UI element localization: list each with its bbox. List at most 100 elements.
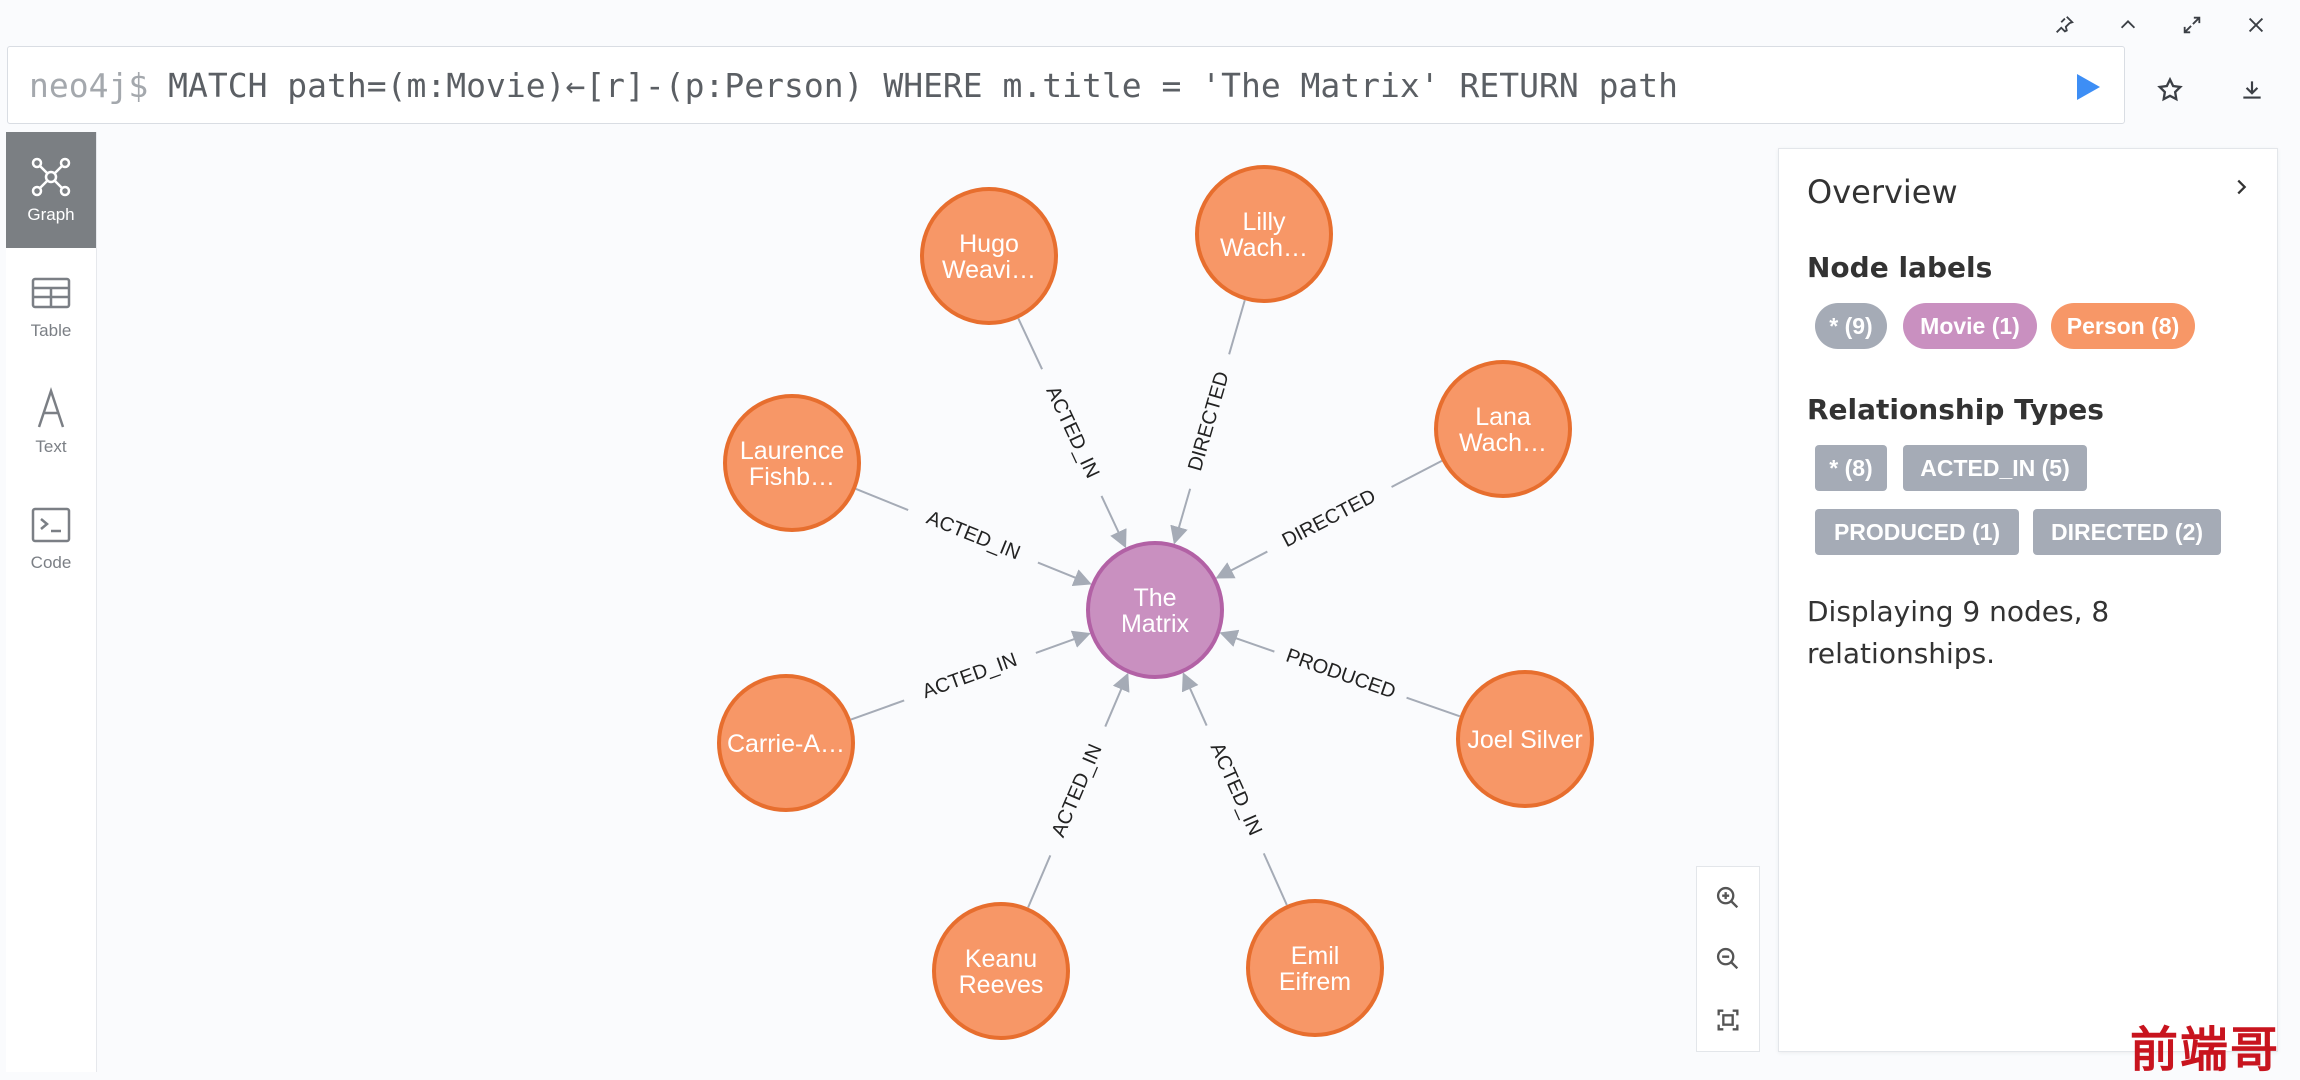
rel-type-all[interactable]: * (8) xyxy=(1815,445,1887,491)
tab-label: Graph xyxy=(27,205,75,224)
tab-graph[interactable]: Graph xyxy=(6,132,96,248)
query-editor[interactable]: neo4j$ MATCH path=(m:Movie)←[r]-(p:Perso… xyxy=(7,46,2125,124)
graph-canvas[interactable]: ACTED_IN DIRECTED DIRECTED PRODUCED ACTED_IN… xyxy=(100,132,1750,1072)
zoom-out-button[interactable] xyxy=(1708,939,1748,979)
relationship-label[interactable]: ACTED_IN xyxy=(1041,383,1103,482)
tab-table[interactable]: Table xyxy=(6,248,96,364)
overview-title: Overview xyxy=(1807,173,1958,211)
query-text[interactable]: neo4j$ MATCH path=(m:Movie)←[r]-(p:Perso… xyxy=(8,66,1678,105)
node-label: Joel Silver xyxy=(1467,726,1582,754)
node-label: Hugo xyxy=(959,230,1019,258)
relationship-label[interactable]: ACTED_IN xyxy=(923,507,1023,565)
node-label: Weavi… xyxy=(942,256,1036,284)
node-label: Eifrem xyxy=(1279,968,1351,996)
collapse-icon[interactable] xyxy=(2096,10,2160,40)
person-node[interactable]: LaurenceFishb… xyxy=(723,394,861,532)
query-input[interactable]: MATCH path=(m:Movie)←[r]-(p:Person) WHER… xyxy=(168,65,1679,105)
node-label: Wach… xyxy=(1220,234,1308,262)
relationship-label[interactable]: DIRECTED xyxy=(1279,485,1380,552)
relationship-arrow[interactable] xyxy=(1037,561,1092,586)
relationship-arrow[interactable] xyxy=(1181,672,1208,726)
tab-code[interactable]: Code xyxy=(6,480,96,596)
node-label: Emil xyxy=(1291,942,1340,970)
node-label: Keanu xyxy=(965,945,1037,973)
fullscreen-icon[interactable] xyxy=(2160,10,2224,40)
node-label: Carrie-A… xyxy=(727,730,845,758)
relationship-label[interactable]: ACTED_IN xyxy=(920,649,1021,703)
relationship-line[interactable] xyxy=(1017,318,1043,370)
watermark: 前端哥 xyxy=(2130,1022,2281,1078)
node-label: Matrix xyxy=(1121,610,1190,638)
relationship-label[interactable]: ACTED_IN xyxy=(1048,741,1107,841)
query-prompt: neo4j$ xyxy=(29,65,149,105)
zoom-out-icon xyxy=(1716,947,1739,970)
node-label: The xyxy=(1133,584,1176,612)
text-icon xyxy=(37,387,65,428)
node-label: Lana xyxy=(1475,403,1531,431)
relationship-arrow[interactable] xyxy=(1219,629,1275,653)
collapse-panel-button[interactable] xyxy=(2223,169,2259,205)
code-icon xyxy=(31,507,71,543)
relationship-label[interactable]: ACTED_IN xyxy=(1206,740,1266,839)
star-icon xyxy=(2157,76,2183,102)
relationship-line[interactable] xyxy=(850,699,905,721)
rel-type-directed[interactable]: DIRECTED (2) xyxy=(2033,509,2221,555)
relationship-types-heading: Relationship Types xyxy=(1807,393,2104,426)
node-labels-heading: Node labels xyxy=(1807,251,1993,284)
relationship-arrow[interactable] xyxy=(1100,495,1127,549)
person-node[interactable]: LanaWach… xyxy=(1434,360,1572,498)
relationship-line[interactable] xyxy=(1228,299,1246,355)
person-node[interactable]: LillyWach… xyxy=(1195,165,1333,303)
relationship-arrow[interactable] xyxy=(1215,550,1268,579)
view-sidebar: Graph Table Text Code xyxy=(6,132,97,1072)
person-node[interactable]: Carrie-A… xyxy=(717,674,855,812)
relationship-arrow[interactable] xyxy=(1170,488,1192,545)
rel-type-produced[interactable]: PRODUCED (1) xyxy=(1815,509,2019,555)
node-label: Laurence xyxy=(740,437,844,465)
node-label: Reeves xyxy=(959,971,1044,999)
node-label-movie[interactable]: Movie (1) xyxy=(1903,303,2037,349)
relationship-arrow[interactable] xyxy=(1035,630,1091,654)
relationship-line[interactable] xyxy=(855,487,909,511)
zoom-controls xyxy=(1696,866,1760,1052)
person-node[interactable]: HugoWeavi… xyxy=(920,187,1058,325)
relationship-line[interactable] xyxy=(1027,854,1052,908)
chevron-right-icon xyxy=(2237,179,2247,195)
play-icon xyxy=(2077,74,2100,100)
relationship-line[interactable] xyxy=(1262,852,1288,906)
tab-text[interactable]: Text xyxy=(6,364,96,480)
tab-label: Table xyxy=(30,321,72,340)
fit-to-screen-button[interactable] xyxy=(1708,1000,1748,1040)
relationship-label[interactable]: DIRECTED xyxy=(1184,369,1234,473)
zoom-in-button[interactable] xyxy=(1708,878,1748,918)
pin-icon[interactable] xyxy=(2032,10,2096,40)
relationship-line[interactable] xyxy=(1406,696,1461,718)
relationship-arrow[interactable] xyxy=(1104,672,1130,727)
table-icon xyxy=(31,277,71,309)
graph-icon xyxy=(31,157,71,197)
window-controls xyxy=(2032,10,2288,40)
fit-icon xyxy=(1717,1009,1739,1031)
relationship-line[interactable] xyxy=(1391,459,1443,488)
rel-type-acted-in[interactable]: ACTED_IN (5) xyxy=(1903,445,2087,491)
node-label: Fishb… xyxy=(749,463,835,491)
node-label-all[interactable]: * (9) xyxy=(1815,303,1887,349)
relationship-label[interactable]: PRODUCED xyxy=(1283,645,1398,703)
zoom-in-icon xyxy=(1716,886,1739,908)
favorite-button[interactable] xyxy=(2150,70,2190,110)
close-icon[interactable] xyxy=(2224,10,2288,40)
tab-label: Code xyxy=(30,553,72,572)
node-label-person[interactable]: Person (8) xyxy=(2051,303,2195,349)
tab-label: Text xyxy=(35,437,67,456)
overview-panel: Overview Node labels * (9) Movie (1) Per… xyxy=(1778,148,2278,1052)
result-summary: Displaying 9 nodes, 8 relationships. xyxy=(1807,595,2110,670)
node-label: Lilly xyxy=(1242,208,1286,236)
person-node[interactable]: Joel Silver xyxy=(1456,670,1594,808)
node-label: Wach… xyxy=(1459,429,1547,457)
download-button[interactable] xyxy=(2232,70,2272,110)
download-icon xyxy=(2243,81,2261,99)
run-button[interactable] xyxy=(2068,67,2108,107)
